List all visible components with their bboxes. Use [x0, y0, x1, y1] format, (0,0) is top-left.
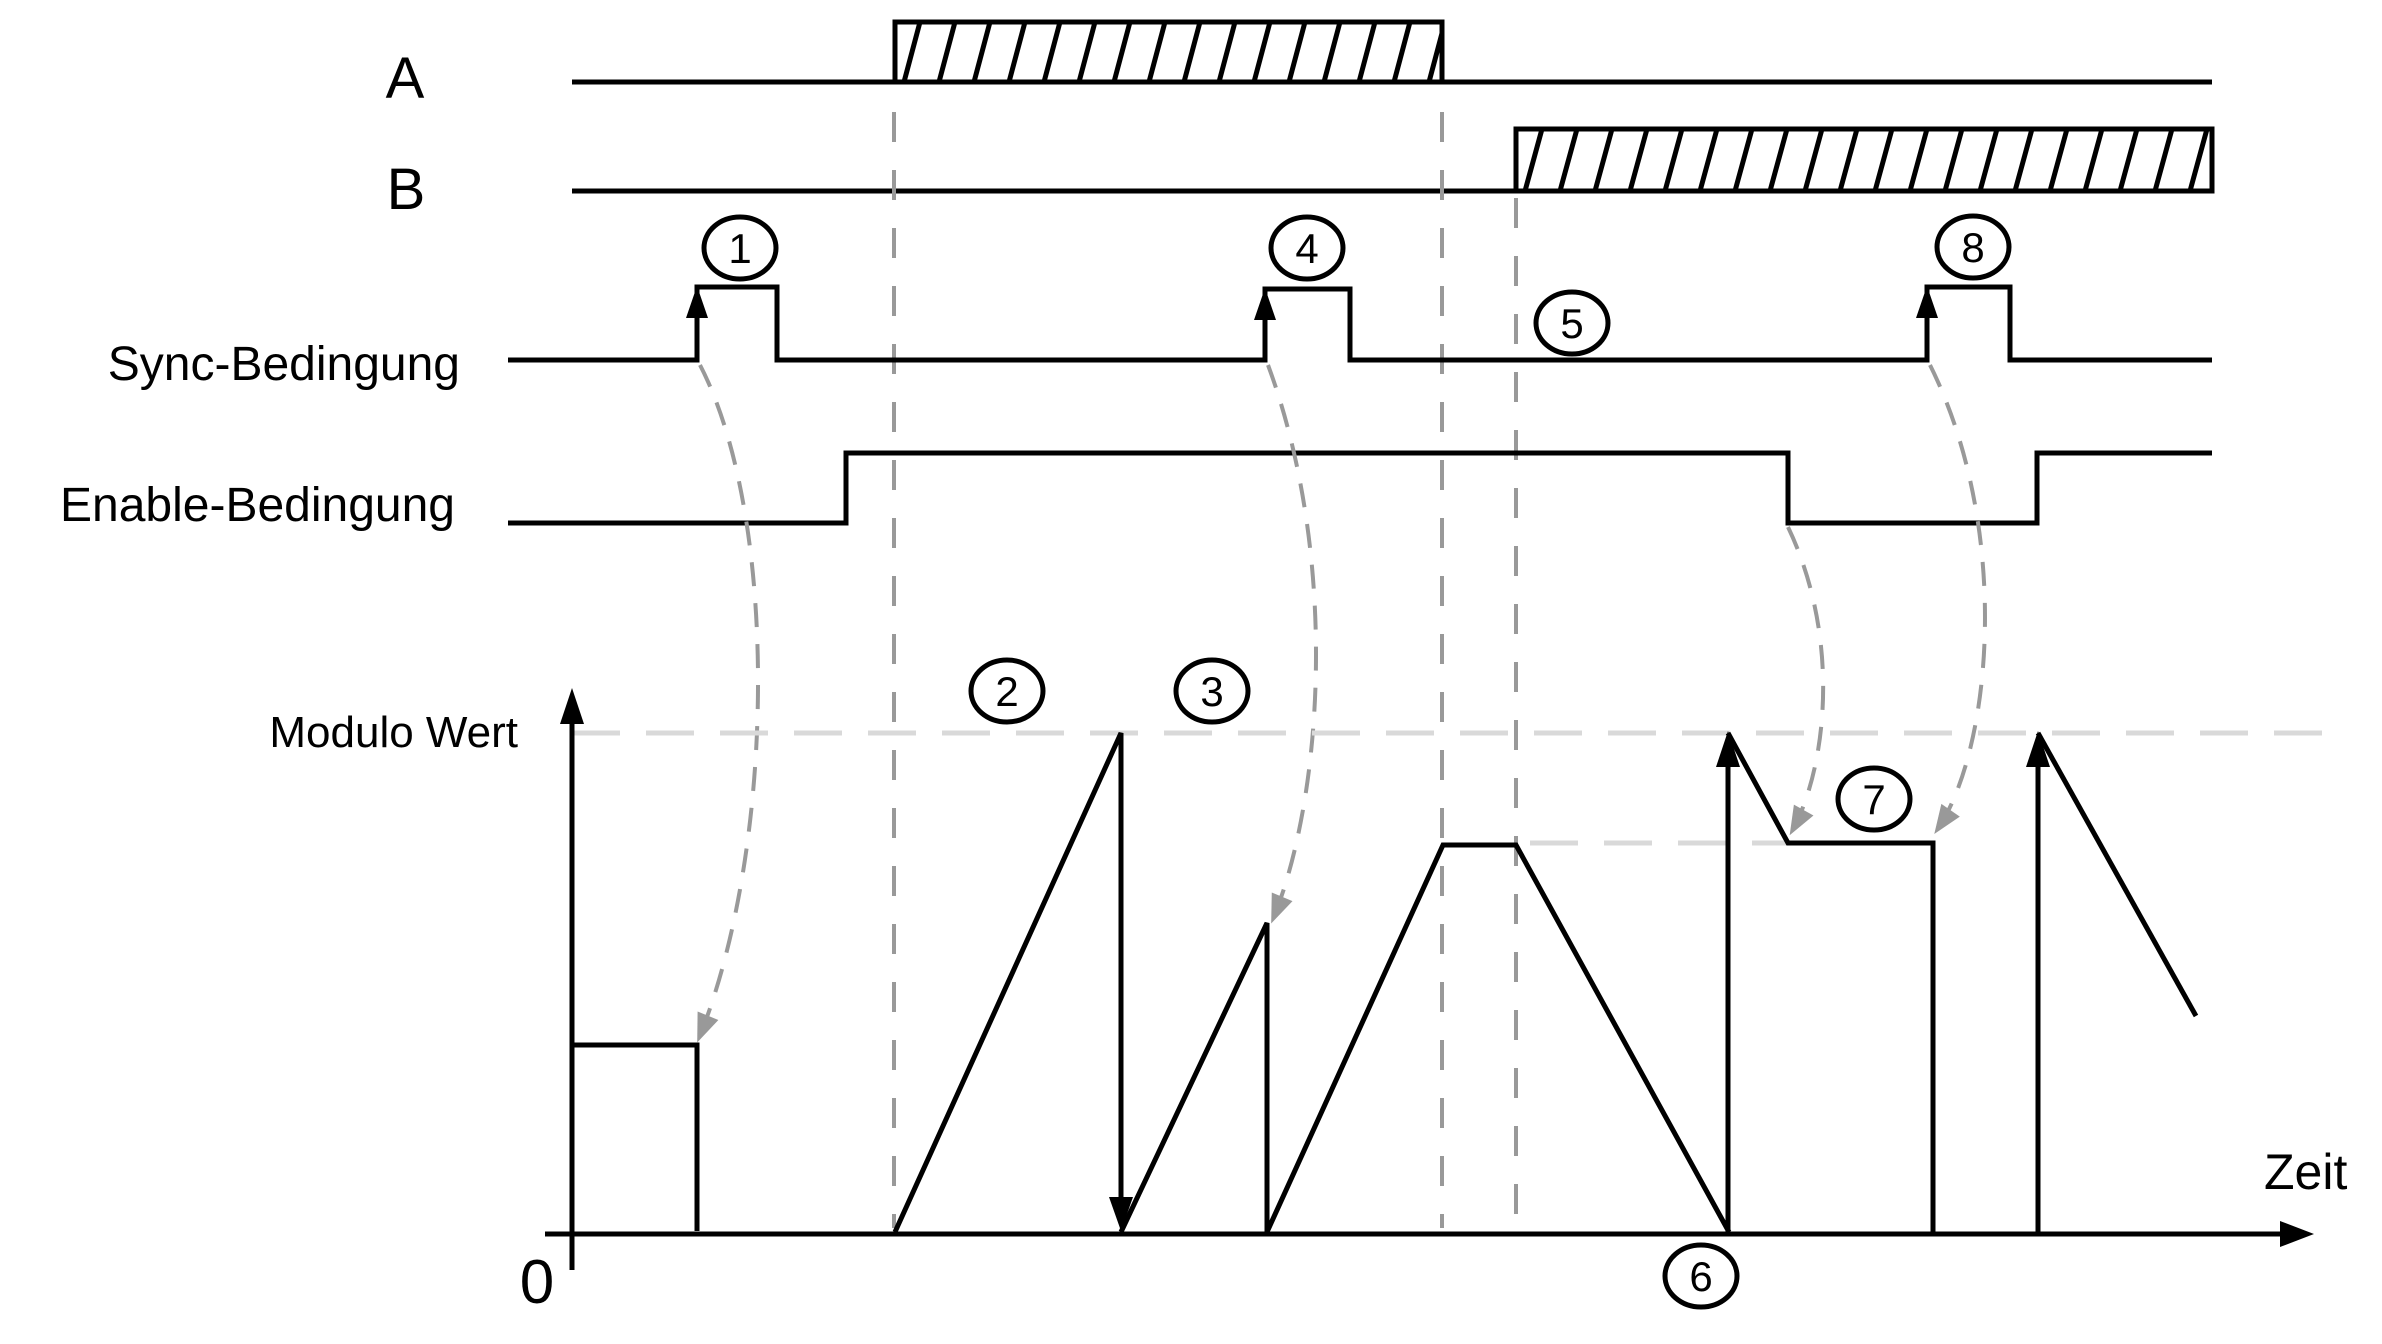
event-circle-8	[1934, 213, 2012, 281]
x-axis-arrowhead	[2280, 1221, 2314, 1247]
event-number-5: 5	[1560, 300, 1583, 347]
modulo-chart: Modulo Wert 0 Zeit	[269, 688, 2347, 1317]
sync-waveform	[508, 284, 2212, 363]
segment-plateau7	[1725, 731, 1936, 1232]
event-marker-2: 2	[968, 657, 1046, 725]
jump1-arrowhead	[1716, 731, 1740, 767]
segment-final-ramp	[2035, 731, 2199, 1018]
sync-pulse2-arrowhead	[1254, 288, 1276, 320]
event-marker-4: 4	[1268, 214, 1346, 282]
counter-waveform	[572, 731, 2199, 1234]
jump2-arrowhead	[2026, 731, 2050, 767]
event-link-curves	[697, 364, 1987, 1043]
segment-initial-step	[572, 1042, 700, 1231]
event-markers: 1 2 3 4 5 6 7 8	[701, 213, 2012, 1310]
event-circle-4	[1268, 214, 1346, 282]
enable-row: Enable-Bedingung	[60, 450, 2212, 532]
event-circle-2	[968, 657, 1046, 725]
enable-label: Enable-Bedingung	[60, 479, 455, 532]
sync-pulse3-arrowhead	[1916, 286, 1938, 318]
link-curve-event8	[1928, 364, 1987, 834]
event-number-3: 3	[1200, 668, 1223, 715]
sync-pulse1-arrowhead	[686, 286, 708, 318]
enable-waveform	[508, 450, 2212, 526]
segment-ramp2	[1118, 921, 1270, 1234]
segment-trapezoid	[1264, 842, 1732, 1234]
segment-ramp1	[892, 731, 1124, 1234]
event-circle-6	[1662, 1242, 1740, 1310]
event-number-4: 4	[1295, 225, 1318, 272]
event-number-6: 6	[1689, 1253, 1712, 1300]
signal-a-label: A	[386, 46, 425, 111]
y-axis-arrowhead	[560, 688, 584, 724]
event-circle-3	[1173, 657, 1251, 725]
link-curve-event7	[1786, 526, 1826, 836]
signal-b-label: B	[387, 157, 426, 222]
event-marker-1: 1	[701, 214, 779, 282]
origin-label: 0	[520, 1248, 554, 1317]
x-axis-label: Zeit	[2264, 1144, 2347, 1200]
event-marker-6: 6	[1662, 1242, 1740, 1310]
event-number-8: 8	[1961, 224, 1984, 271]
signal-b: B	[387, 126, 2215, 222]
signal-a: A	[386, 19, 2212, 111]
event-marker-7: 7	[1835, 765, 1913, 833]
event-number-2: 2	[995, 668, 1018, 715]
event-marker-3: 3	[1173, 657, 1251, 725]
sync-label: Sync-Bedingung	[108, 338, 460, 391]
event-number-7: 7	[1862, 776, 1885, 823]
event-marker-8: 8	[1934, 213, 2012, 281]
sync-row: Sync-Bedingung	[108, 284, 2212, 391]
y-axis-label: Modulo Wert	[269, 708, 518, 757]
event-circle-1	[701, 214, 779, 282]
event-circle-5	[1533, 289, 1611, 357]
signal-b-active-region	[1513, 126, 2215, 194]
signal-a-active-region	[892, 19, 1445, 85]
event-circle-7	[1835, 765, 1913, 833]
ramp1-drop-arrowhead	[1109, 1197, 1133, 1231]
event-number-1: 1	[728, 225, 751, 272]
vertical-guides	[892, 112, 1518, 1228]
link-curve-event1	[697, 364, 761, 1043]
event-marker-5: 5	[1533, 289, 1611, 357]
link-curve-event4	[1266, 364, 1318, 924]
